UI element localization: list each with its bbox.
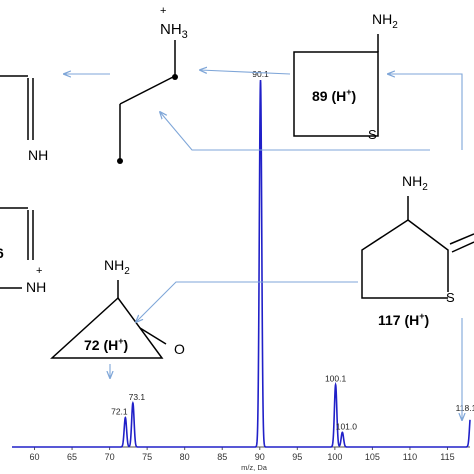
peak-label: 101.0	[336, 421, 358, 431]
structure-left-top	[0, 75, 34, 140]
arrow-ring-to-tri72	[136, 281, 358, 322]
peak-label: 72.1	[111, 407, 128, 417]
spectrum-series-line	[12, 79, 471, 448]
peak-labels: 72.173.1 90.1 100.1 101.0 118.1	[111, 69, 474, 431]
box89-s-label: S	[368, 127, 377, 142]
ring117-structure	[361, 196, 474, 299]
ring117-s-label: S	[446, 290, 455, 305]
ring117-label: 117 (H+)	[378, 311, 429, 328]
x-tick-label: 100	[327, 452, 342, 462]
chain-bonds	[119, 40, 176, 160]
x-tick-label: 105	[365, 452, 380, 462]
x-tick-label: 110	[403, 452, 417, 462]
chain-plus-sign: +	[160, 5, 166, 17]
arrow-box89-to-chain	[200, 70, 291, 75]
x-tick-label: 65	[67, 452, 77, 462]
box89-label: 89 (H+)	[312, 87, 356, 104]
peak-label: 90.1	[252, 69, 269, 79]
x-tick-label: 80	[180, 452, 190, 462]
x-axis-ticks: 60657075808590951001051101151	[30, 447, 455, 462]
structure-left-bottom-plus: +	[36, 265, 42, 277]
x-tick-label: 75	[142, 452, 152, 462]
tri72-structure	[50, 280, 167, 359]
structure-left-bottom-nh: NH	[26, 279, 46, 295]
tri72-o-label: O	[174, 341, 185, 357]
peak-label: 118.1	[456, 403, 474, 413]
x-tick-label: 85	[217, 452, 227, 462]
box89-nh2-label: NH2	[372, 11, 398, 31]
fragmentation-arrows	[64, 70, 462, 420]
structure-left-bottom-digit: 6	[0, 245, 4, 261]
x-tick-label: 90	[255, 452, 265, 462]
tri72-nh2-label: NH2	[104, 257, 130, 277]
chain-dot-top	[172, 74, 178, 80]
arrow-ring-to-chain	[160, 112, 430, 151]
tri72-label: 72 (H+)	[84, 336, 128, 353]
peak-label: 100.1	[325, 374, 347, 384]
structure-left-top-nh: NH	[28, 147, 48, 163]
x-tick-label: 60	[30, 452, 40, 462]
x-tick-label: 70	[105, 452, 115, 462]
chain-nh3-label: NH3	[160, 21, 188, 41]
peak-label: 73.1	[129, 392, 146, 402]
x-tick-label: 115	[440, 452, 454, 462]
x-axis-label: m/z, Da	[241, 463, 268, 472]
ring117-nh2-label: NH2	[402, 173, 428, 193]
arrow-ring-to-box89	[388, 74, 463, 150]
structure-left-bottom	[0, 207, 34, 289]
chain-dot-bottom	[117, 158, 123, 164]
box89-structure	[293, 34, 379, 137]
x-tick-label: 95	[292, 452, 302, 462]
